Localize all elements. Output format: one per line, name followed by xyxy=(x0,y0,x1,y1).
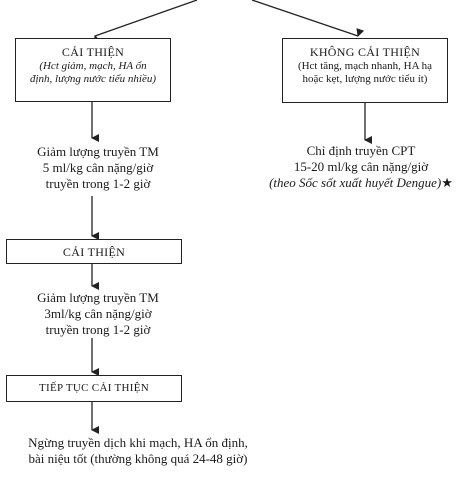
step-reduce-2: Giảm lượng truyền TM 3ml/kg cân nặng/giờ… xyxy=(10,290,186,338)
step-cpt: Chỉ định truyền CPT 15-20 ml/kg cân nặng… xyxy=(258,143,464,191)
step-stop: Ngừng truyền dịch khi mạch, HA ổn định, … xyxy=(0,435,276,467)
step-cpt-line-3: (theo Sốc sốt xuất huyết Dengue) xyxy=(269,175,442,190)
star-icon: ★ xyxy=(441,175,453,190)
box-improved-2: CẢI THIỆN xyxy=(6,239,182,264)
step-reduce-2-line-2: 3ml/kg cân nặng/giờ xyxy=(44,306,152,321)
box-not-improved-title: KHÔNG CẢI THIỆN xyxy=(309,45,421,59)
step-reduce-2-line-1: Giảm lượng truyền TM xyxy=(37,290,159,305)
step-reduce-2-line-3: truyền trong 1-2 giờ xyxy=(45,322,151,337)
box-not-improved-detail-1: (Hct tăng, mạch nhanh, HA hạ xyxy=(297,60,433,72)
box-improved-detail-2: định, lượng nước tiểu nhiều) xyxy=(29,73,157,85)
box-not-improved-detail-2: hoặc kẹt, lượng nước tiểu ít) xyxy=(302,73,428,85)
box-not-improved: KHÔNG CẢI THIỆN (Hct tăng, mạch nhanh, H… xyxy=(282,38,448,103)
box-improved-detail-1: (Hct giảm, mạch, HA ổn xyxy=(39,60,147,72)
branch-line-right xyxy=(251,0,365,37)
box-improved-title: CẢI THIỆN xyxy=(61,45,125,59)
step-reduce-1-line-2: 5 ml/kg cân nặng/giờ xyxy=(42,160,154,175)
box-improved: CẢI THIỆN (Hct giảm, mạch, HA ổn định, l… xyxy=(15,38,171,102)
step-stop-line-1: Ngừng truyền dịch khi mạch, HA ổn định, xyxy=(28,435,248,450)
step-reduce-1-line-3: truyền trong 1-2 giờ xyxy=(45,176,151,191)
branch-line-left xyxy=(93,0,198,44)
box-continue-title: TIẾP TỤC CẢI THIỆN xyxy=(39,382,149,394)
step-stop-line-2: bài niệu tốt (thường không quá 24-48 giờ… xyxy=(28,451,248,466)
step-cpt-line-3-wrap: (theo Sốc sốt xuất huyết Dengue)★ xyxy=(258,175,464,191)
box-continue: TIẾP TỤC CẢI THIỆN xyxy=(6,375,182,402)
step-reduce-1-line-1: Giảm lượng truyền TM xyxy=(37,144,159,159)
step-cpt-line-1: Chỉ định truyền CPT xyxy=(306,143,416,158)
step-cpt-line-2: 15-20 ml/kg cân nặng/giờ xyxy=(293,159,429,174)
step-reduce-1: Giảm lượng truyền TM 5 ml/kg cân nặng/gi… xyxy=(10,144,186,192)
box-improved-2-title: CẢI THIỆN xyxy=(62,245,126,259)
